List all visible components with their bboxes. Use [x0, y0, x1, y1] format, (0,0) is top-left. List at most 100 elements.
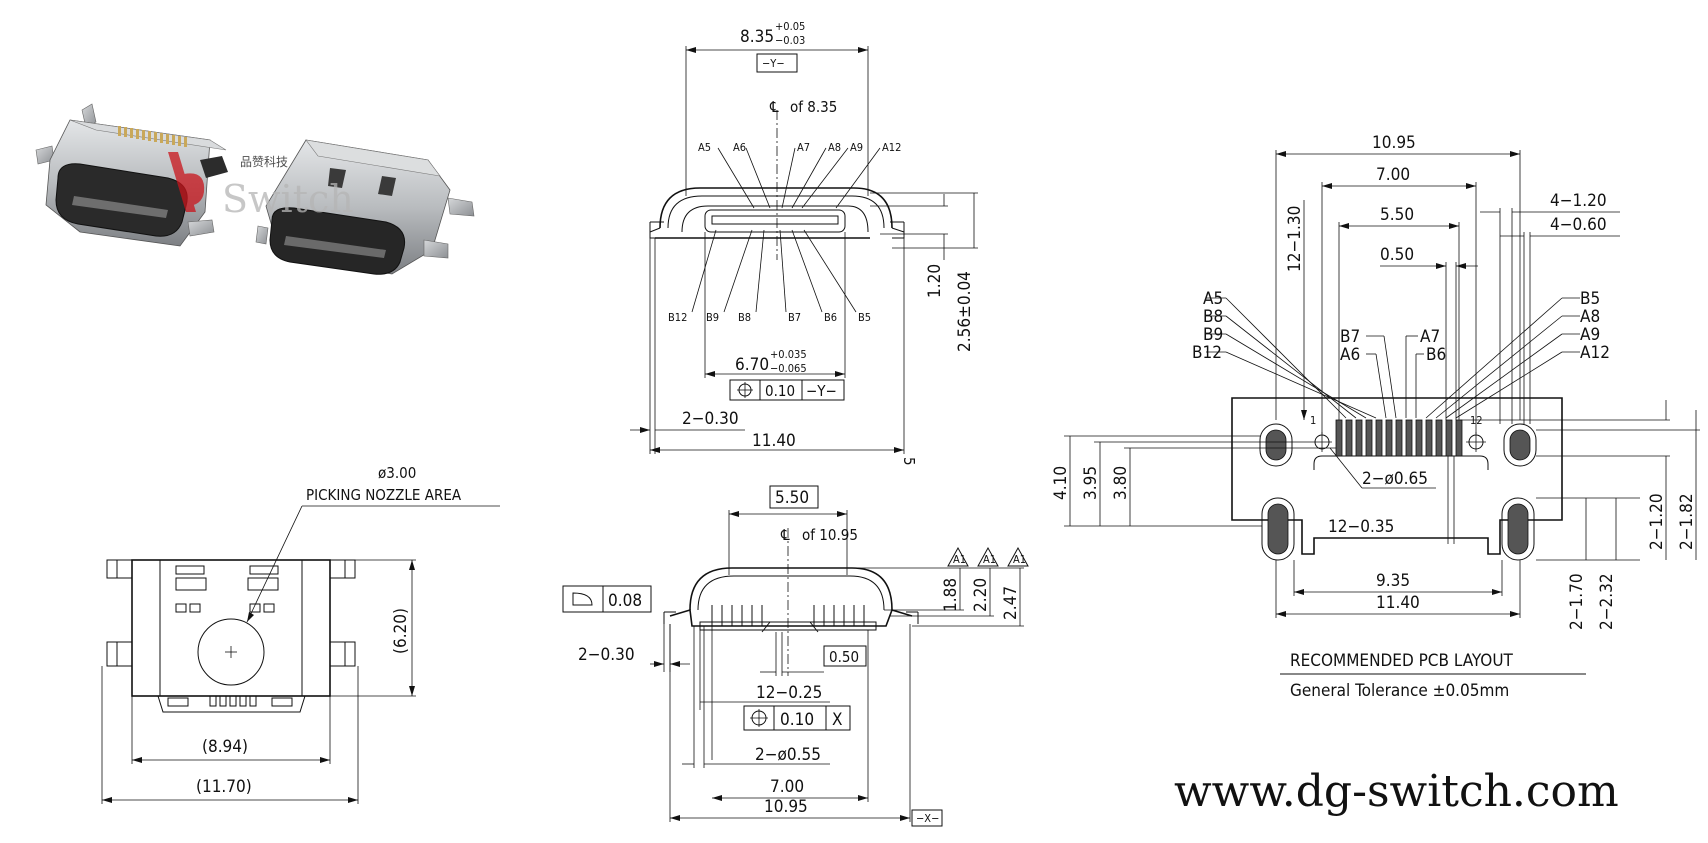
bottom-peg-dia: 2−ø0.55 — [755, 745, 821, 765]
connector-photo-back — [255, 139, 475, 275]
top-view: ø3.00 PICKING NOZZLE AREA (6.20) (8.94) … — [101, 464, 500, 804]
pcb-bottom-inner: 9.35 — [1376, 571, 1410, 591]
top-pins — [209, 695, 257, 707]
pcb-pad-row — [1335, 419, 1463, 457]
connector-photo-front — [35, 103, 228, 247]
bottom-position-datum: X — [832, 710, 842, 730]
pcb-right-dim-2: 4−0.60 — [1550, 215, 1607, 235]
pcb-slot-br — [1501, 497, 1535, 561]
bottom-position-tol: 0.10 — [780, 710, 814, 730]
front-inner-tol-minus: −0.065 — [770, 362, 807, 375]
front-pin-A9: A9 — [850, 141, 863, 154]
pcb-pin-A7: A7 — [1420, 327, 1440, 347]
bottom-position-frame — [743, 705, 851, 731]
front-bottom-pin-leaders — [691, 229, 857, 313]
front-cl-note: of 8.35 — [790, 98, 837, 116]
bottom-tab-dim: 2−0.30 — [578, 645, 635, 665]
front-side-mark: 5 — [900, 457, 918, 466]
bottom-flatness: 0.08 — [608, 591, 642, 611]
front-pin-A8: A8 — [828, 141, 841, 154]
front-top-pin-leaders — [717, 147, 881, 209]
front-pin-B5: B5 — [858, 311, 871, 324]
top-body — [131, 559, 331, 697]
pcb-left-vertical: 12−1.30 — [1285, 206, 1305, 272]
bottom-top-box-dim: 5.50 — [775, 488, 809, 508]
pcb-slot-tl — [1259, 423, 1293, 467]
top-inner-width: (8.94) — [202, 737, 248, 757]
bottom-height-3: 2.47 — [1001, 586, 1021, 620]
pcb-right-height-2: 2−1.82 — [1677, 493, 1697, 550]
bottom-overall-dim: 10.95 — [764, 797, 808, 817]
gold-pins — [118, 126, 187, 147]
front-pin-B6: B6 — [824, 311, 837, 324]
bottom-pin-pitch: 0.50 — [829, 648, 859, 666]
pcb-mid-leaders — [1366, 335, 1424, 419]
watermark-chinese: 品赞科技 — [240, 155, 288, 169]
datum-y-label: −Y− — [762, 57, 785, 70]
top-box-dim-frame — [769, 485, 819, 509]
front-width-tol-plus: +0.05 — [775, 20, 805, 33]
pcb-slot-tr — [1503, 423, 1537, 467]
pcb-bottom-outer: 11.40 — [1376, 593, 1420, 613]
pcb-layout: 1 12 10.95 7.00 5.50 0.50 12−1.30 — [1051, 133, 1700, 701]
pcb-hole-dia: 2−ø0.65 — [1362, 469, 1428, 489]
watermark-text: Switch — [222, 177, 354, 221]
pcb-tolerance: General Tolerance ±0.05mm — [1290, 681, 1509, 701]
front-overall-dim: 11.40 — [752, 431, 796, 451]
front-width-dim: 8.35 — [740, 27, 774, 47]
pcb-slot-bl — [1261, 497, 1295, 561]
front-pin-A5: A5 — [698, 141, 711, 154]
pcb-pin-A12: A12 — [1580, 343, 1610, 363]
front-pin-A7: A7 — [797, 141, 810, 154]
top-height-dim: (6.20) — [391, 608, 411, 654]
front-height-2: 2.56±0.04 — [955, 271, 975, 352]
front-width-tol-minus: −0.03 — [775, 34, 805, 47]
pcb-left-height-1: 4.10 — [1051, 466, 1071, 500]
bottom-front-view: 5.50 ℄ of 10.95 0.08 — [562, 485, 1029, 827]
rev-mark-1: A1 — [953, 553, 966, 566]
top-outer-width: (11.70) — [196, 777, 252, 797]
pcb-pin-B9: B9 — [1203, 325, 1223, 345]
front-pin-B9: B9 — [706, 311, 719, 324]
pcb-bottom-height-2: 2−2.32 — [1597, 573, 1617, 630]
bottom-height-2: 2.20 — [971, 578, 991, 612]
pcb-pin-B5: B5 — [1580, 289, 1600, 309]
bottom-height-1: 1.88 — [941, 578, 961, 612]
front-view: 8.35 +0.05 −0.03 −Y− ℄ of 8.35 A5 A — [630, 20, 978, 466]
pcb-title: RECOMMENDED PCB LAYOUT — [1290, 651, 1514, 671]
pcb-pin-A9: A9 — [1580, 325, 1600, 345]
pcb-dim-5-50: 5.50 — [1380, 205, 1414, 225]
pcb-right-dim-1: 4−1.20 — [1550, 191, 1607, 211]
pcb-right-leaders — [1425, 297, 1580, 419]
rev-mark-2: A1 — [983, 553, 996, 566]
front-height-1: 1.20 — [925, 264, 945, 298]
cl-symbol-2: ℄ — [780, 526, 790, 544]
pcb-pin-B6: B6 — [1426, 345, 1446, 365]
nozzle-area — [197, 618, 265, 686]
bottom-peg-span: 7.00 — [770, 777, 804, 797]
pcb-pin-B8: B8 — [1203, 307, 1223, 327]
nozzle-dia: ø3.00 — [378, 464, 416, 482]
front-tab-dim: 2−0.30 — [682, 409, 739, 429]
pcb-pin-B7: B7 — [1340, 327, 1360, 347]
pcb-right-height-1: 2−1.20 — [1647, 493, 1667, 550]
front-pin-A6: A6 — [733, 141, 746, 154]
rev-mark-3: A1 — [1013, 553, 1026, 566]
bottom-cl-note: of 10.95 — [802, 526, 858, 544]
pcb-dim-0-50: 0.50 — [1380, 245, 1414, 265]
pcb-pin-A8: A8 — [1580, 307, 1600, 327]
pcb-dim-10-95: 10.95 — [1372, 133, 1416, 153]
datum-y-box — [756, 53, 798, 73]
front-position-tol: 0.10 — [765, 382, 795, 400]
front-inner-tol-plus: +0.035 — [770, 348, 807, 361]
pcb-pin-A5: A5 — [1203, 289, 1223, 309]
cl-symbol-1: ℄ — [769, 98, 779, 116]
pcb-left-leaders — [1206, 297, 1377, 419]
website-url: www.dg-switch.com — [1174, 766, 1619, 817]
bottom-pin-width: 12−0.25 — [756, 683, 822, 703]
pcb-bottom-height-1: 2−1.70 — [1567, 573, 1587, 630]
watermark-logo: 品赞科技 Switch — [168, 152, 354, 221]
pcb-pin-A6: A6 — [1340, 345, 1360, 365]
front-pin-B7: B7 — [788, 311, 801, 324]
